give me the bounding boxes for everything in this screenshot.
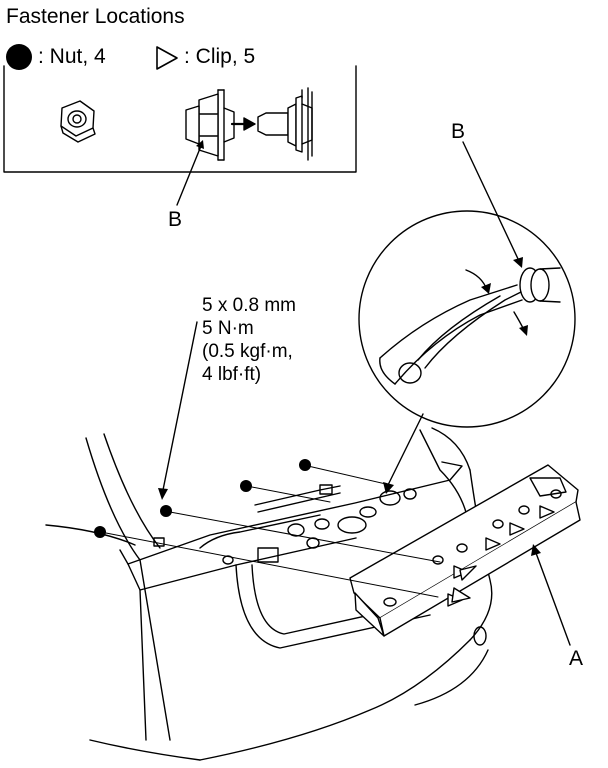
magnifier-circle: [358, 210, 576, 428]
leader-torque: [162, 321, 198, 491]
removed-clip-illustration: [257, 87, 313, 161]
torque-spec: 5 x 0.8 mm 5 N·m (0.5 kgf·m, 4 lbf·ft): [202, 294, 296, 386]
page-title: Fastener Locations: [6, 5, 185, 28]
legend-nut-label: : Nut, 4: [38, 45, 106, 68]
torque-lbf: 4 lbf·ft): [202, 364, 262, 385]
nut-illustration: [60, 100, 96, 143]
nut-symbol-icon: [6, 44, 32, 70]
callout-b-detail: B: [168, 208, 183, 231]
fastener-leaders: [105, 465, 441, 598]
nut-markers: [94, 459, 311, 538]
torque-kgf: (0.5 kgf·m,: [202, 341, 293, 362]
callout-b-magnified: B: [451, 120, 466, 143]
clip-markers: [447, 505, 555, 607]
clip-section-illustration: [185, 89, 256, 161]
leader-b-detail: [176, 145, 202, 206]
torque-size: 5 x 0.8 mm: [202, 295, 296, 316]
vehicle-body: [45, 427, 493, 761]
magnified-clip-tool: [379, 267, 561, 385]
detail-box-frame: [3, 65, 357, 173]
leader-magnifier: [387, 413, 424, 486]
leader-b-magnified: [462, 141, 520, 262]
leader-a: [535, 552, 571, 646]
callout-a: A: [569, 647, 584, 670]
legend-clip-label: : Clip, 5: [184, 45, 256, 68]
garnish-a: [349, 464, 581, 637]
torque-nm: 5 N·m: [202, 318, 254, 339]
clip-symbol-icon: [156, 46, 178, 70]
